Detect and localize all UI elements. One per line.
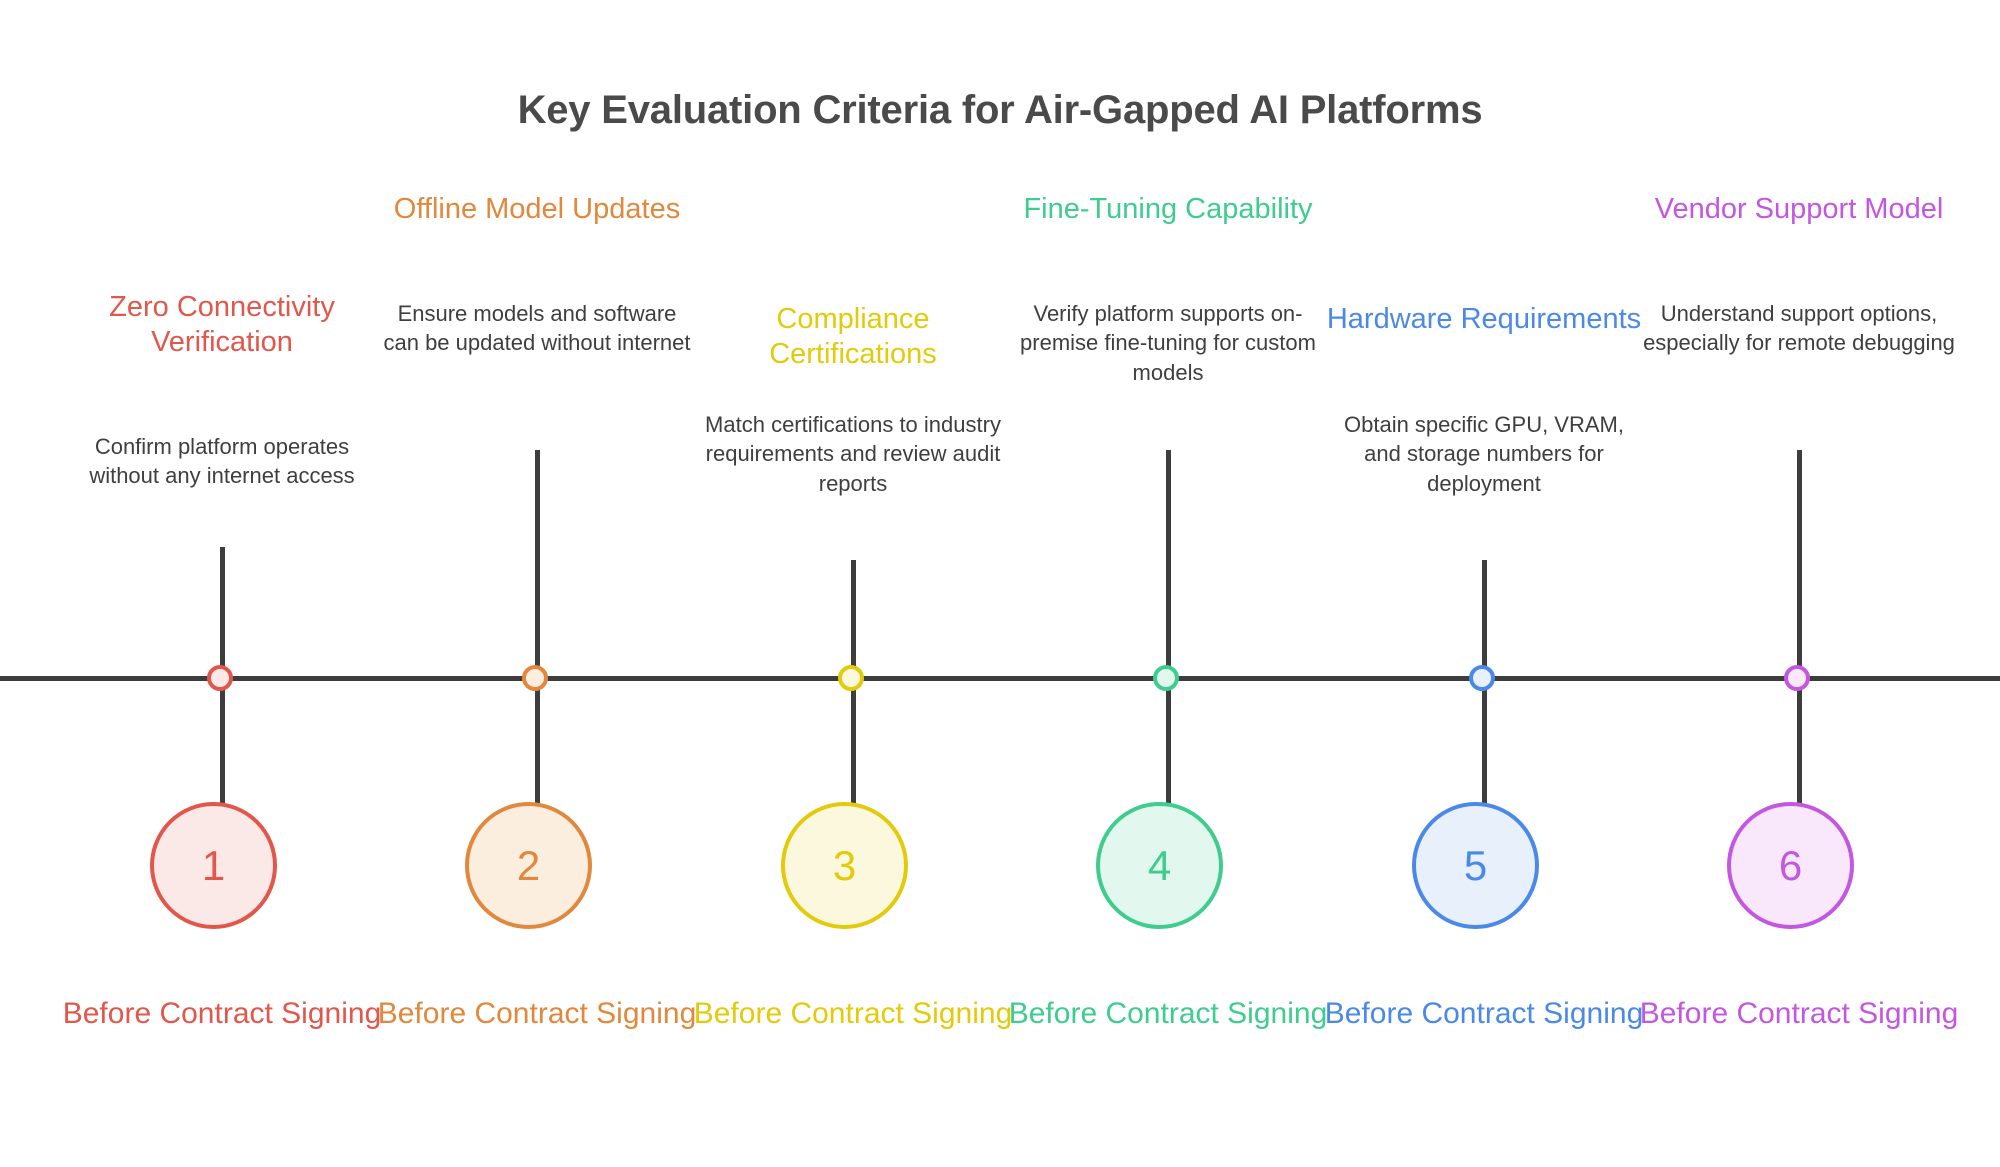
item-heading: Hardware Requirements xyxy=(1326,303,1642,335)
item-footer-label: Before Contract Signing xyxy=(693,997,1013,1030)
item-heading: Compliance Certifications xyxy=(769,303,937,371)
item-description: Match certifications to industry require… xyxy=(705,412,1001,496)
timeline-node-dot[interactable] xyxy=(1153,665,1179,691)
timeline-node-dot[interactable] xyxy=(207,665,233,691)
timeline-axis xyxy=(0,676,2000,681)
connector-line-down xyxy=(219,678,225,804)
page-title: Key Evaluation Criteria for Air-Gapped A… xyxy=(517,88,1483,132)
connector-line-down xyxy=(1165,678,1171,804)
item-description: Understand support options, especially f… xyxy=(1643,301,1955,356)
connector-line-down xyxy=(1796,678,1802,804)
connector-line-up xyxy=(1165,450,1171,678)
item-heading: Zero Connectivity Verification xyxy=(109,291,335,359)
connector-line-up xyxy=(1481,560,1487,678)
connector-line-down xyxy=(1481,678,1487,804)
connector-line-up xyxy=(219,547,225,678)
item-description: Ensure models and software can be update… xyxy=(383,301,691,356)
step-number-circle[interactable]: 2 xyxy=(465,802,592,929)
connector-line-up xyxy=(1796,450,1802,678)
step-number-circle[interactable]: 1 xyxy=(150,802,277,929)
step-number-circle[interactable]: 5 xyxy=(1412,802,1539,929)
connector-line-down xyxy=(534,678,540,804)
timeline-node-dot[interactable] xyxy=(838,665,864,691)
timeline-node-dot[interactable] xyxy=(522,665,548,691)
item-footer-label: Before Contract Signing xyxy=(1324,997,1644,1030)
item-heading: Fine-Tuning Capability xyxy=(1023,193,1313,225)
item-description: Verify platform supports on-premise fine… xyxy=(1020,301,1316,385)
step-number-circle[interactable]: 3 xyxy=(781,802,908,929)
item-heading: Offline Model Updates xyxy=(393,193,681,225)
timeline-node-dot[interactable] xyxy=(1784,665,1810,691)
item-description: Confirm platform operates without any in… xyxy=(89,434,355,489)
item-footer-label: Before Contract Signing xyxy=(62,997,382,1030)
timeline-node-dot[interactable] xyxy=(1469,665,1495,691)
step-number-circle[interactable]: 4 xyxy=(1096,802,1223,929)
connector-line-up xyxy=(534,450,540,678)
connector-line-up xyxy=(850,560,856,678)
item-footer-label: Before Contract Signing xyxy=(377,997,697,1030)
item-heading: Vendor Support Model xyxy=(1654,193,1944,225)
connector-line-down xyxy=(850,678,856,804)
item-footer-label: Before Contract Signing xyxy=(1639,997,1959,1030)
step-number-circle[interactable]: 6 xyxy=(1727,802,1854,929)
item-description: Obtain specific GPU, VRAM, and storage n… xyxy=(1344,412,1624,496)
item-footer-label: Before Contract Signing xyxy=(1008,997,1328,1030)
